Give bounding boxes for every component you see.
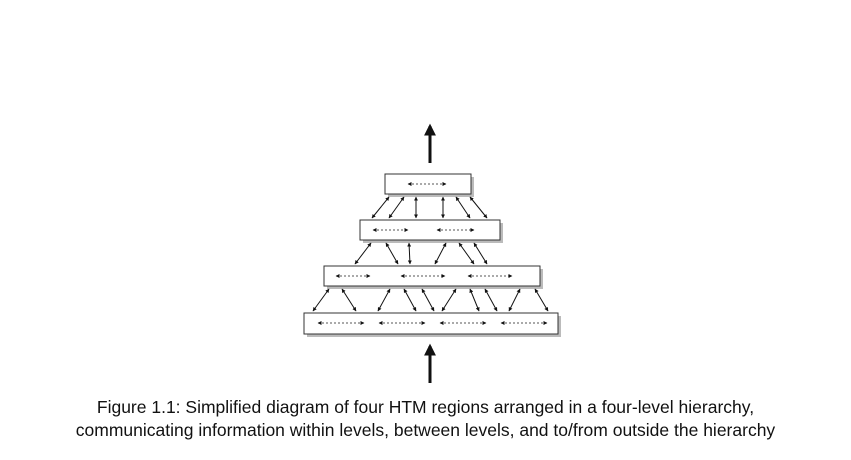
vertical-link (469, 288, 480, 312)
vertical-link (484, 288, 498, 312)
vertical-link (341, 288, 357, 312)
region-level-3 (323, 265, 543, 289)
links-level-2-3 (354, 242, 488, 265)
vertical-link (458, 242, 475, 265)
vertical-link (455, 196, 471, 219)
vertical-link (377, 288, 391, 312)
vertical-link (441, 288, 457, 312)
vertical-link (354, 242, 372, 265)
vertical-link (508, 288, 521, 312)
links-level-3-4 (312, 288, 549, 312)
vertical-link (388, 196, 405, 219)
vertical-link (312, 288, 330, 312)
vertical-link (469, 196, 488, 219)
vertical-link (385, 242, 399, 265)
vertical-link (403, 288, 417, 312)
vertical-link (473, 242, 488, 265)
region-level-1 (384, 173, 474, 197)
vertical-link (421, 288, 435, 312)
figure-caption-line-2: communicating information within levels,… (75, 420, 776, 440)
vertical-link (534, 288, 549, 312)
region-level-2 (359, 219, 503, 243)
vertical-link (371, 196, 390, 219)
figure-caption-line-1: Figure 1.1: Simplified diagram of four H… (96, 397, 755, 417)
vertical-link (407, 242, 412, 265)
vertical-link (434, 242, 447, 265)
links-level-1-2 (371, 196, 488, 219)
region-level-4 (303, 312, 561, 337)
